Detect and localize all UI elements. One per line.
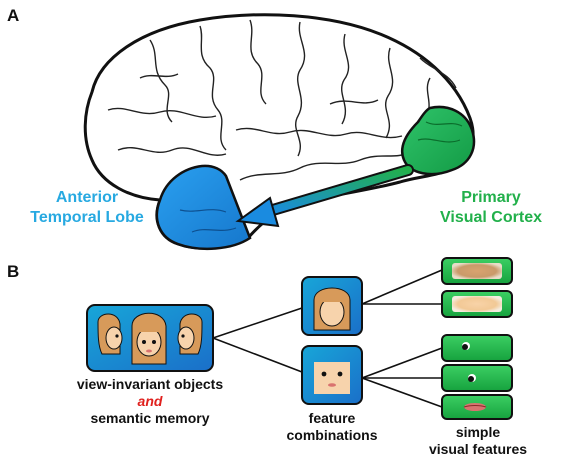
objects-caption-line2: semantic memory	[90, 410, 210, 427]
objects-caption-line1: view-invariant objects	[76, 376, 224, 392]
simple-feature-eye-right-tile	[441, 364, 513, 392]
simple-feature-eye-left-tile	[441, 334, 513, 362]
simple-feature-mouth-tile	[441, 394, 513, 420]
view-invariant-objects-caption: view-invariant objects and semantic memo…	[60, 376, 240, 427]
brain-illustration	[83, 13, 476, 250]
simple-caption-line1: simple	[455, 424, 501, 440]
ventral-stream-arrow	[235, 164, 414, 228]
simple-caption-line2: visual features	[428, 441, 528, 458]
simple-visual-features-caption: simple visual features	[422, 424, 534, 458]
face-profile-right-icon	[177, 313, 203, 355]
simple-feature-hair-color-tile	[441, 257, 513, 285]
features-caption-line1: feature	[308, 410, 356, 426]
pvc-label-line2: Visual Cortex	[440, 208, 542, 226]
anterior-temporal-lobe-label: Anterior Temporal Lobe	[12, 188, 162, 227]
feature-combinations-caption: feature combinations	[280, 410, 384, 444]
face-front-icon	[131, 312, 167, 365]
atl-label-line1: Anterior	[55, 189, 119, 206]
anterior-temporal-lobe-region	[155, 164, 252, 250]
view-invariant-object-tile	[86, 304, 214, 372]
pvc-label-line1: Primary	[461, 189, 521, 206]
feature-combination-hair-tile	[301, 276, 363, 336]
atl-label-line2: Temporal Lobe	[30, 208, 144, 226]
objects-caption-and: and	[137, 393, 163, 410]
features-caption-line2: combinations	[286, 427, 378, 444]
panel-label-a: A	[7, 6, 20, 25]
primary-visual-cortex-label: Primary Visual Cortex	[424, 188, 558, 227]
panel-label-b: B	[7, 262, 20, 281]
feature-combination-face-tile	[301, 345, 363, 405]
face-profile-left-icon	[97, 313, 123, 355]
connector-lines	[212, 269, 443, 408]
simple-feature-skin-color-tile	[441, 290, 513, 318]
